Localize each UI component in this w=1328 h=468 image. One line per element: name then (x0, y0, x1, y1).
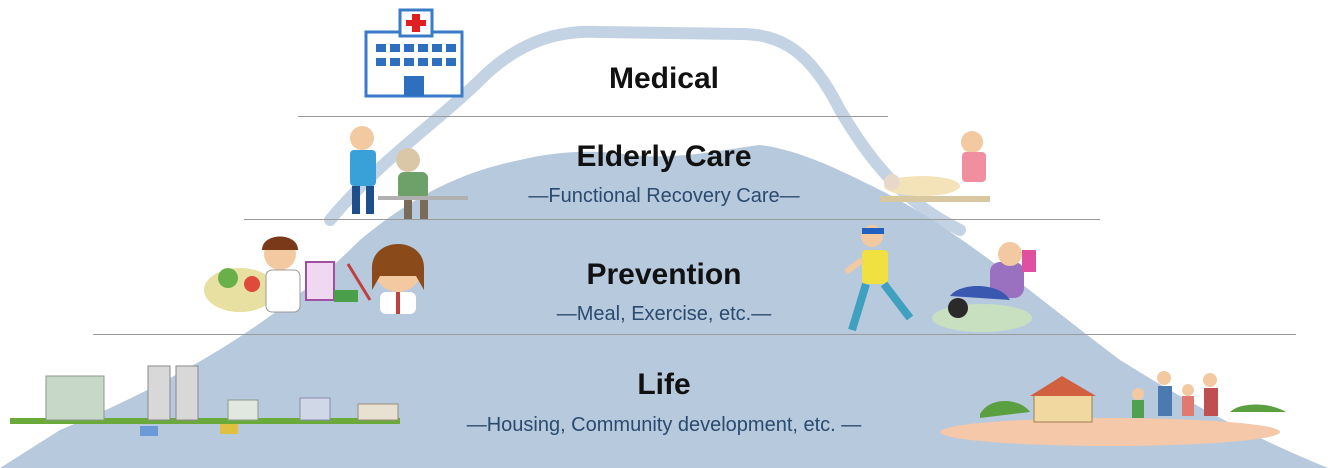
caregiver-massage-icon (880, 131, 990, 202)
instructor-girl-icon (346, 244, 424, 314)
town-skyline-icon (10, 365, 400, 436)
divider-prevention-life (93, 334, 1296, 335)
tier-subtitle-prevention: —Meal, Exercise, etc.— (556, 303, 772, 325)
runner-icon (844, 225, 914, 332)
dietitian-icon (204, 236, 358, 313)
caregiver-walking-aid-icon (350, 126, 468, 220)
hospital-icon (364, 8, 464, 98)
family-house-icon (940, 371, 1286, 446)
tier-subtitle-elderly-care: —Functional Recovery Care— (528, 185, 800, 207)
mountain-outline (324, 25, 966, 236)
mountain-body (0, 145, 1328, 468)
divider-elderly-prevention (244, 219, 1100, 220)
tier-subtitle-life: —Housing, Community development, etc. — (466, 414, 862, 436)
divider-medical-elderly (298, 116, 888, 117)
tier-title-life: Life (637, 368, 691, 401)
tier-title-medical: Medical (608, 62, 720, 95)
tier-title-elderly-care: Elderly Care (576, 140, 752, 173)
exercise-bike-icon (932, 242, 1036, 332)
tier-title-prevention: Prevention (586, 258, 742, 291)
